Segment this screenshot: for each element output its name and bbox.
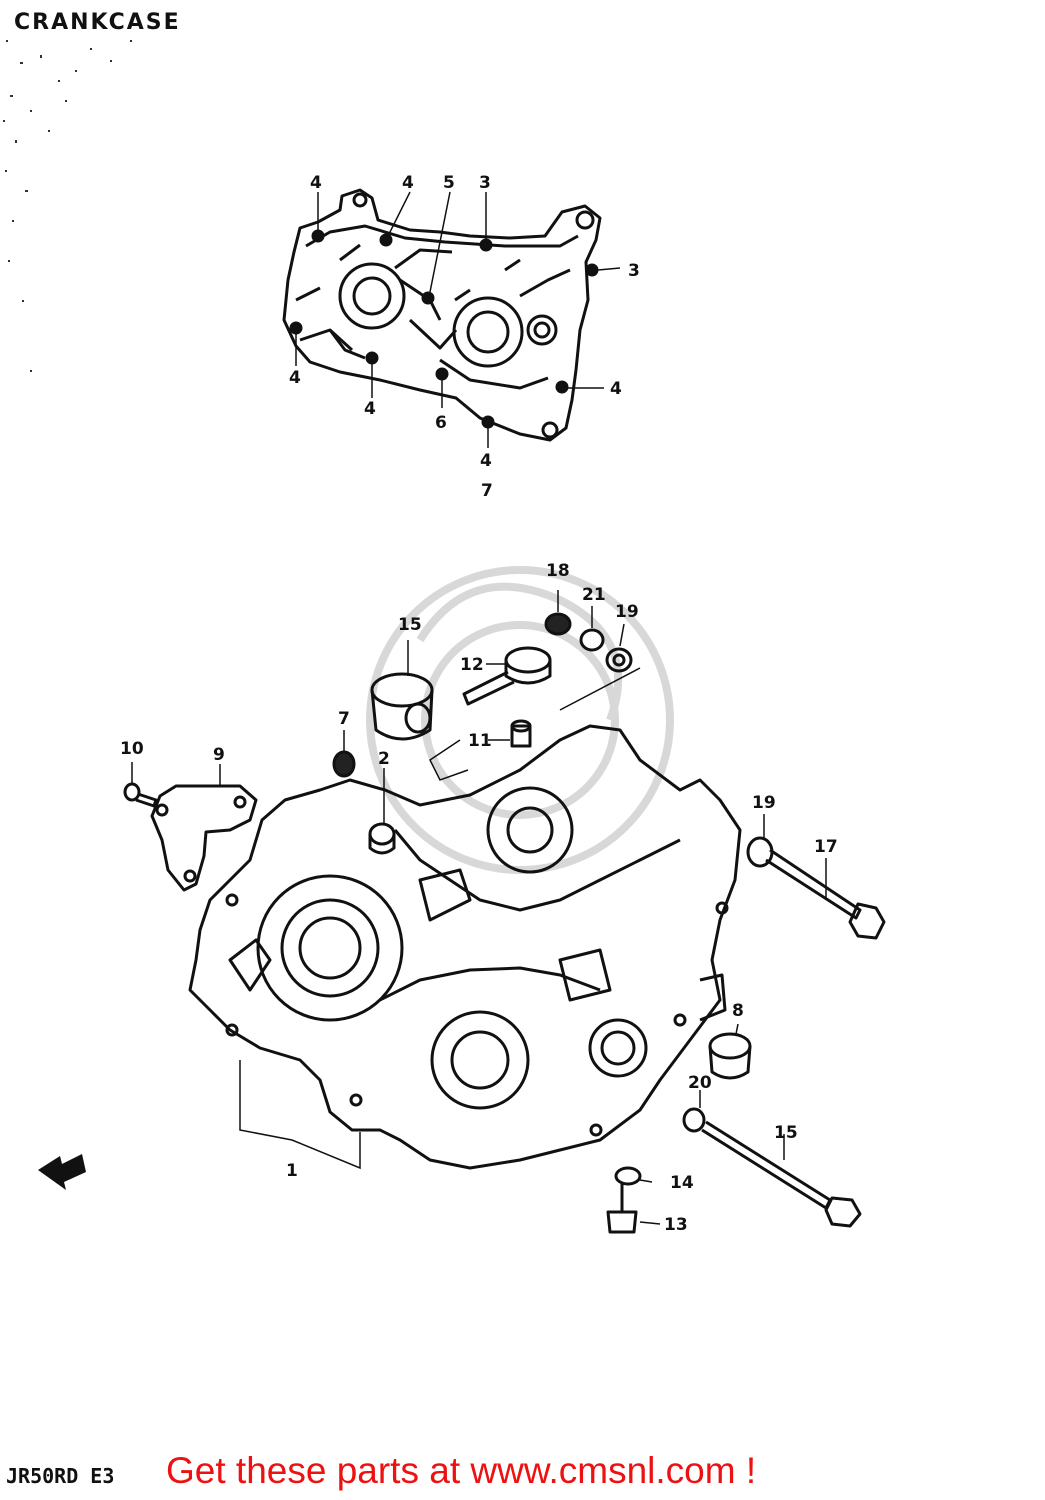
callout-4: 4	[480, 451, 492, 471]
callout-11: 11	[468, 731, 492, 751]
callout-4: 4	[310, 173, 322, 193]
callout-19: 19	[615, 602, 639, 622]
callout-10: 10	[120, 739, 144, 759]
callout-15: 15	[398, 615, 422, 635]
small-parts	[123, 612, 886, 1234]
callout-18: 18	[546, 561, 570, 581]
callout-4: 4	[402, 173, 414, 193]
scan-noise	[3, 40, 132, 372]
callout-17: 17	[814, 837, 838, 857]
page-title: CRANKCASE	[14, 10, 181, 35]
callout-14: 14	[670, 1173, 694, 1193]
callout-5: 5	[443, 173, 455, 193]
callout-4: 4	[289, 368, 301, 388]
callout-19: 19	[752, 793, 776, 813]
upper-leader-lines	[295, 191, 621, 448]
callout-4: 4	[364, 399, 376, 419]
model-code: JR50RD E3	[6, 1464, 115, 1488]
crankcase-drawing	[188, 724, 742, 1170]
callout-15: 15	[774, 1123, 798, 1143]
callout-13: 13	[664, 1215, 688, 1235]
callout-4: 4	[610, 379, 622, 399]
callout-21: 21	[582, 585, 606, 605]
callout-2: 2	[378, 749, 390, 769]
lower-leader-lines	[131, 590, 827, 1225]
promo-link[interactable]: Get these parts at www.cmsnl.com !	[166, 1450, 757, 1491]
front-arrow-icon	[38, 1154, 86, 1190]
callout-8: 8	[732, 1001, 744, 1021]
callout-20: 20	[688, 1073, 712, 1093]
callout-labels: 4 4 5 3 3 4 4 6 4 4 7 18 21 19 15 12 11 …	[120, 173, 838, 1235]
inner-cover-drawing	[282, 188, 602, 442]
callout-3: 3	[628, 261, 640, 281]
callout-9: 9	[213, 745, 225, 765]
callout-1: 1	[286, 1161, 298, 1181]
callout-7: 7	[338, 709, 350, 729]
callout-3: 3	[479, 173, 491, 193]
callout-6: 6	[435, 413, 447, 433]
callout-7: 7	[481, 481, 493, 501]
callout-12: 12	[460, 655, 484, 675]
